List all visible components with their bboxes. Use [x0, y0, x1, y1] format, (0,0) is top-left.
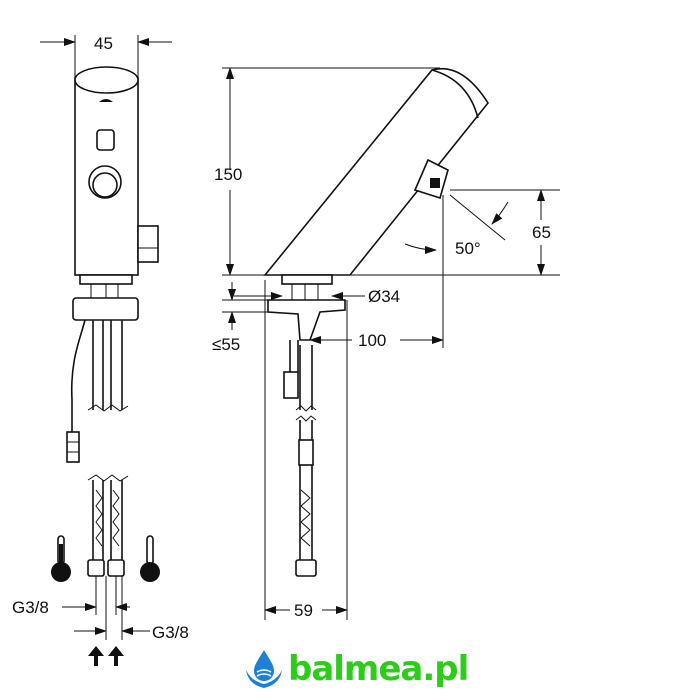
logo-text: balmea.pl: [288, 649, 469, 689]
dim-width-45: 45: [94, 34, 113, 53]
dim-thread-left: G3/8: [12, 598, 49, 617]
dim-thread-right: G3/8: [152, 623, 189, 642]
front-view: 45: [12, 34, 189, 666]
dim-angle-50: 50°: [455, 239, 481, 258]
balmea-logo[interactable]: balmea.pl: [244, 648, 469, 690]
dim-height-150: 150: [214, 165, 242, 184]
sensor-icon: [99, 99, 113, 102]
dim-diameter-34: Ø34: [368, 287, 400, 306]
side-view: 150 65 50° Ø34 ≤55 100: [212, 67, 560, 620]
water-drop-hands-icon: [246, 650, 282, 688]
hot-water-thermometer-icon: [51, 535, 71, 582]
cold-water-thermometer-icon: [140, 535, 160, 582]
dim-projection-100: 100: [358, 331, 386, 350]
dim-spout-65: 65: [532, 223, 551, 242]
flow-arrow-icon: [88, 646, 124, 666]
dim-thickness-55: ≤55: [212, 335, 240, 354]
dim-base-59: 59: [294, 601, 313, 620]
